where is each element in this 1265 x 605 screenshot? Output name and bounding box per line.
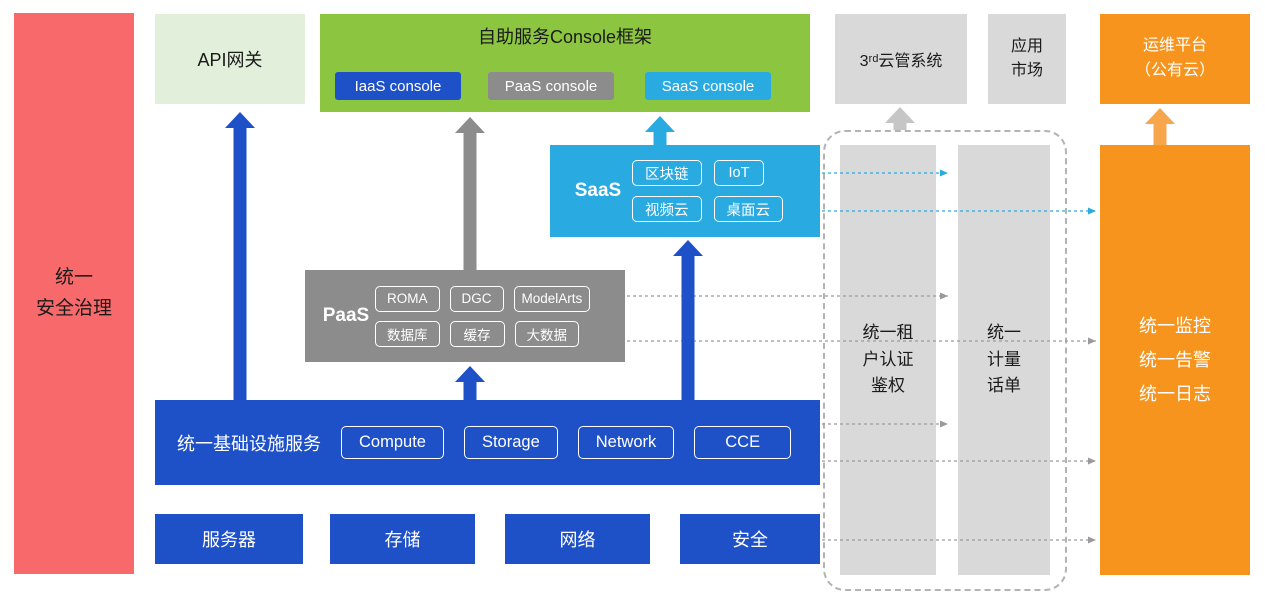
app-market-box: 应用 市场 (988, 14, 1066, 104)
saas-chip-grid: 区块链 IoT 视频云 桌面云 (632, 160, 783, 222)
hardware-box-server: 服务器 (155, 514, 303, 564)
arrow-shaft (893, 122, 907, 130)
arrow-shaft (463, 132, 477, 270)
arrow-head-icon (1145, 108, 1175, 124)
arrow-head-icon (225, 112, 255, 128)
iaas-box: 统一基础设施服务 Compute Storage Network CCE (155, 400, 820, 485)
paas-chip-modelarts: ModelArts (513, 285, 591, 312)
arrow-shaft (1153, 123, 1167, 145)
paas-console-chip: PaaS console (488, 72, 614, 100)
arrow-head-icon (645, 116, 675, 132)
security-governance-bar: 统一 安全治理 (14, 13, 134, 574)
api-gateway-box: API网关 (155, 14, 305, 104)
arrow-head-icon (673, 240, 703, 256)
saas-chip-video-cloud: 视频云 (632, 196, 702, 222)
arrow-head-icon (455, 117, 485, 133)
saas-box: SaaS 区块链 IoT 视频云 桌面云 (550, 145, 820, 237)
monitoring-bar: 统一监控 统一告警 统一日志 (1100, 145, 1250, 575)
arrow-head-icon (455, 366, 485, 382)
arrow-iaas-to-paas (455, 366, 485, 400)
arrow-paas-to-console (455, 117, 485, 270)
paas-chip-dgc: DGC (449, 285, 504, 312)
console-framework-title: 自助服务Console框架 (477, 27, 653, 47)
paas-chip-roma: ROMA (375, 285, 440, 312)
arrow-saas-to-console (645, 116, 675, 145)
iaas-chip-compute: Compute (341, 426, 444, 459)
paas-chip-cache: 缓存 (449, 320, 505, 347)
paas-label: PaaS (322, 305, 370, 326)
arrow-head-icon (885, 107, 915, 123)
iaas-chip-storage: Storage (463, 426, 558, 459)
arrow-iaas-to-saas (673, 240, 703, 400)
paas-chip-database: 数据库 (375, 320, 440, 347)
paas-chip-bigdata: 大数据 (514, 320, 579, 347)
arrow-monitoring-to-om-platform (1145, 108, 1175, 145)
arrow-shaft (653, 131, 667, 145)
auth-bar: 统一租 户认证 鉴权 (840, 145, 936, 575)
arrow-shaft (681, 255, 695, 400)
arrow-shaft (233, 127, 247, 400)
paas-chip-grid: ROMA DGC ModelArts 数据库 缓存 大数据 (375, 285, 591, 347)
saas-label: SaaS (574, 180, 622, 201)
saas-chip-iot: IoT (713, 160, 765, 186)
metering-bar: 统一 计量 话单 (958, 145, 1050, 575)
saas-chip-desktop-cloud: 桌面云 (713, 196, 783, 222)
arrow-group-to-third-party (885, 107, 915, 130)
iaas-console-chip: IaaS console (335, 72, 461, 100)
console-framework-box: 自助服务Console框架 IaaS console PaaS console … (320, 14, 810, 112)
hardware-box-storage: 存储 (330, 514, 475, 564)
saas-console-chip: SaaS console (645, 72, 771, 100)
shared-services-group (823, 130, 1067, 591)
paas-box: PaaS ROMA DGC ModelArts 数据库 缓存 大数据 (305, 270, 625, 362)
arrow-shaft (463, 381, 477, 400)
third-party-cloud-box: 3ʳᵈ云管系统 (835, 14, 967, 104)
iaas-label: 统一基础设施服务 (177, 433, 321, 454)
hardware-box-network: 网络 (505, 514, 650, 564)
saas-chip-blockchain: 区块链 (632, 160, 702, 186)
iaas-chip-network: Network (577, 426, 675, 459)
hardware-box-security: 安全 (680, 514, 820, 564)
arrow-iaas-to-api-gateway (225, 112, 255, 400)
om-platform-box: 运维平台 （公有云） (1100, 14, 1250, 104)
iaas-chip-cce: CCE (694, 426, 792, 459)
